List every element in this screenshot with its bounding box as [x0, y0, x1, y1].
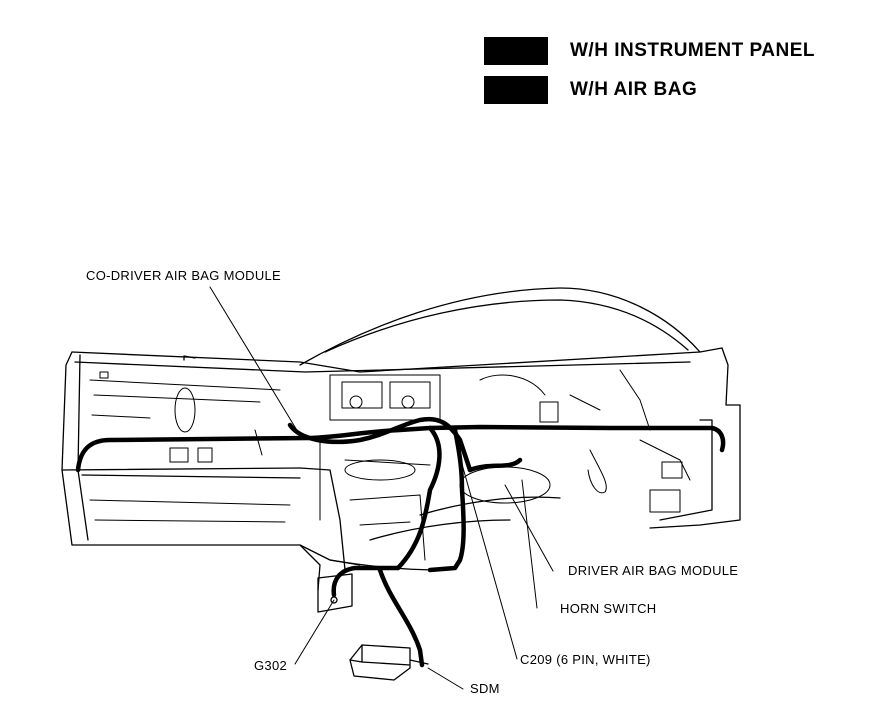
- dash-details-right: [459, 369, 691, 513]
- leader-co-driver-module: [209, 286, 299, 433]
- sdm-label: SDM: [470, 681, 500, 696]
- g302-label: G302: [254, 658, 288, 673]
- co-driver-air-bag-module-label: CO-DRIVER AIR BAG MODULE: [86, 268, 282, 283]
- legend-item-instrument-panel: W/H INSTRUMENT PANEL: [484, 36, 815, 66]
- legend: W/H INSTRUMENT PANEL W/H AIR BAG: [484, 36, 815, 114]
- legend-swatch-instrument-panel: [484, 37, 548, 65]
- legend-item-air-bag: W/H AIR BAG: [484, 75, 815, 105]
- c209-connector-label: C209 (6 PIN, WHITE): [520, 652, 651, 667]
- legend-label-instrument-panel: W/H INSTRUMENT PANEL: [570, 40, 816, 61]
- leader-horn-switch: [521, 479, 538, 609]
- horn-switch-label: HORN SWITCH: [560, 601, 657, 616]
- dash-top-outline: [71, 287, 723, 373]
- leader-lines: [209, 286, 554, 690]
- legend-label-air-bag: W/H AIR BAG: [570, 79, 698, 100]
- driver-air-bag-module-label: DRIVER AIR BAG MODULE: [568, 563, 739, 578]
- leader-c209: [457, 449, 518, 660]
- leader-g302: [294, 599, 335, 665]
- dash-body-outline: [61, 347, 741, 591]
- sdm-module: [349, 644, 429, 681]
- dash-details-center: [319, 374, 441, 561]
- dash-details-left: [89, 371, 291, 523]
- harness-air-bag: [287, 416, 523, 668]
- g302-bracket: [317, 573, 353, 613]
- leader-driver-module: [504, 484, 554, 572]
- legend-swatch-air-bag: [484, 76, 548, 104]
- leader-sdm: [427, 667, 464, 690]
